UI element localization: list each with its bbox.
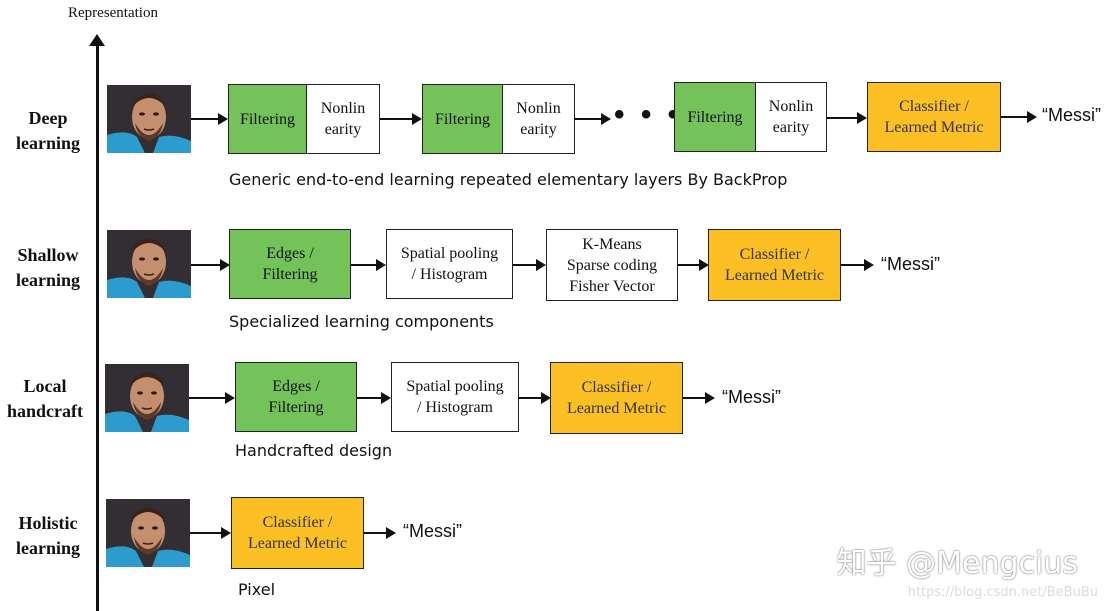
- axis-title: Representation: [68, 5, 158, 21]
- arrow: [683, 397, 705, 399]
- arrow: [827, 117, 857, 119]
- watermark-url: https://blog.csdn.net/BeBuBu: [907, 585, 1098, 600]
- row-caption: Specialized learning components: [229, 312, 494, 331]
- output-label: “Messi”: [403, 521, 462, 541]
- row-caption: Generic end-to-end learning repeated ele…: [229, 170, 788, 189]
- classifier-block: Classifier /Learned Metric: [867, 82, 1001, 152]
- arrow: [678, 264, 699, 266]
- face-image: [107, 230, 191, 298]
- output-label: “Messi”: [1042, 105, 1101, 125]
- row-caption: Handcrafted design: [235, 441, 393, 460]
- output-label: “Messi”: [881, 254, 940, 274]
- row-caption: Pixel: [238, 580, 276, 599]
- axis-arrowhead: [89, 34, 105, 46]
- ellipsis: • • •: [614, 98, 683, 131]
- edges-filtering-block: Edges /Filtering: [235, 362, 357, 432]
- representation-axis: [96, 44, 99, 611]
- arrow: [364, 532, 386, 534]
- filtering-block: Filtering: [228, 84, 307, 154]
- watermark: 知乎 @Mengcius: [836, 546, 1078, 581]
- arrow: [357, 397, 381, 399]
- arrow: [380, 118, 412, 120]
- arrow: [191, 118, 218, 120]
- arrow: [1001, 116, 1027, 118]
- arrow: [519, 397, 541, 399]
- face-image: [107, 85, 191, 153]
- arrow: [190, 532, 221, 534]
- spatial-pooling-block: Spatial pooling/ Histogram: [386, 229, 513, 299]
- arrow: [841, 264, 864, 266]
- filtering-block: Filtering: [422, 84, 503, 154]
- face-image: [106, 499, 190, 567]
- face-image: [105, 364, 189, 432]
- classifier-block: Classifier /Learned Metric: [708, 229, 841, 301]
- arrow: [513, 264, 536, 266]
- classifier-block: Classifier /Learned Metric: [550, 362, 683, 434]
- arrow: [351, 264, 376, 266]
- filtering-block: Filtering: [674, 82, 756, 152]
- arrow: [189, 397, 225, 399]
- arrow: [191, 264, 220, 266]
- output-label: “Messi”: [722, 387, 781, 407]
- classifier-block: Classifier /Learned Metric: [231, 497, 364, 569]
- spatial-pooling-block: Spatial pooling/ Histogram: [391, 362, 519, 432]
- arrow: [575, 118, 601, 120]
- edges-filtering-block: Edges /Filtering: [229, 229, 351, 299]
